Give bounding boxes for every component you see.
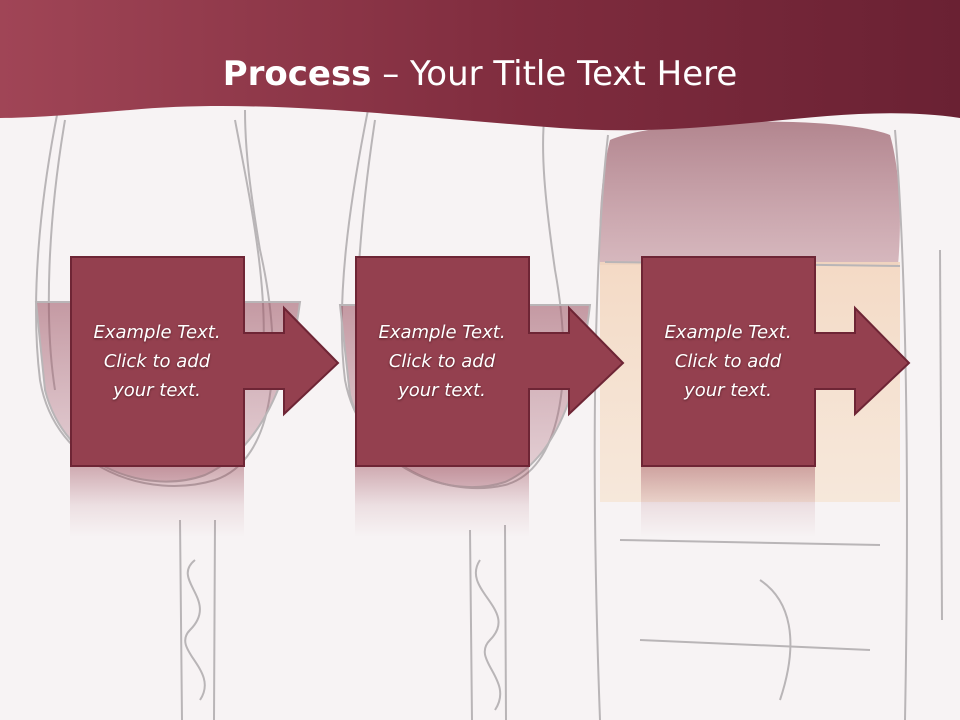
step-reflection <box>70 467 244 537</box>
process-step-2[interactable]: Example Text. Click to add your text. <box>355 256 625 556</box>
step-line: your text. <box>113 379 201 401</box>
step-line: Click to add <box>674 350 782 372</box>
step-arrow-shape <box>355 256 625 467</box>
step-arrow-shape <box>641 256 911 467</box>
step-text[interactable]: Example Text. Click to add your text. <box>70 256 244 466</box>
step-text[interactable]: Example Text. Click to add your text. <box>641 256 815 466</box>
bottle-top <box>599 121 900 265</box>
step-line: your text. <box>684 379 772 401</box>
step-line: Example Text. <box>378 321 506 343</box>
step-reflection <box>355 467 529 537</box>
wine-glass-sketch-left <box>35 109 274 720</box>
step-reflection <box>641 467 815 537</box>
step-line: Click to add <box>388 350 496 372</box>
step-line: Example Text. <box>664 321 792 343</box>
title-rest: – Your Title Text Here <box>371 54 738 94</box>
step-line: Click to add <box>103 350 211 372</box>
step-text[interactable]: Example Text. Click to add your text. <box>355 256 529 466</box>
step-arrow-shape <box>70 256 340 467</box>
process-step-1[interactable]: Example Text. Click to add your text. <box>70 256 340 556</box>
step-line: your text. <box>398 379 486 401</box>
step-line: Example Text. <box>93 321 221 343</box>
process-step-3[interactable]: Example Text. Click to add your text. <box>641 256 911 556</box>
slide-title[interactable]: Process – Your Title Text Here <box>0 52 960 96</box>
title-bold: Process <box>222 54 372 94</box>
title-banner <box>0 0 960 131</box>
